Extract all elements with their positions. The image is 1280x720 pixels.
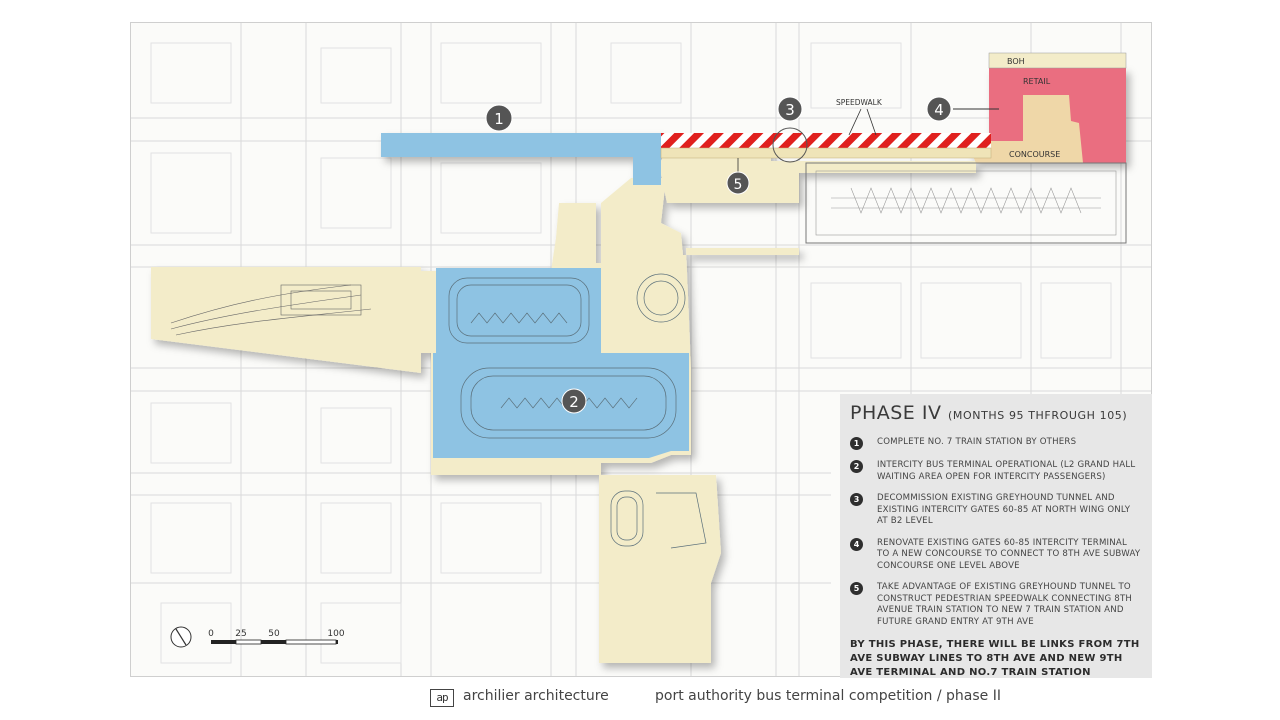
site-plan: 1 2 3 4 5 BOH RETAIL SPEEDWALK CONCOURSE [131, 23, 1151, 676]
marker-4: 4 [926, 96, 952, 122]
north-wing-detail [815, 170, 1117, 236]
legend-number-badge: 4 [850, 537, 863, 551]
marker-5: 5 [726, 171, 750, 195]
project-title: port authority bus terminal competition … [655, 688, 1002, 704]
svg-text:4: 4 [934, 101, 944, 119]
svg-text:1: 1 [494, 110, 504, 128]
legend-number-badge: 1 [850, 437, 863, 450]
tunnel-callout-circle [772, 127, 808, 163]
north-arrow-icon [170, 626, 192, 648]
existing-north-wing [805, 162, 1127, 244]
legend-item-text: Complete No. 7 Train Station by Others [877, 437, 1077, 447]
legend-item-text: Renovate Existing Gates 60-85 Intercity … [877, 537, 1141, 571]
scale-tick-100: 100 [327, 629, 344, 639]
south-wing [599, 475, 721, 663]
legend-item-text: Take Advantage of Existing Greyhound Tun… [877, 582, 1133, 627]
marker-3: 3 [777, 96, 803, 122]
legend-item-text: Decommission Existing Greyhound Tunnel a… [877, 493, 1131, 526]
speedwalk-band [661, 133, 991, 148]
firm-logo: ap [430, 689, 454, 707]
legend-months: (MONTHS 95 THFROUGH 105) [948, 409, 1128, 422]
phase-legend: PHASE IV (MONTHS 95 THFROUGH 105) 1 Comp… [840, 394, 1152, 678]
concourse-area [966, 95, 1083, 163]
scale-bar-icon: 0 25 50 100 [208, 629, 345, 645]
bus-terminal-lower [433, 353, 689, 458]
speedwalk-label: SPEEDWALK [836, 98, 883, 107]
legend-item: 4 Renovate Existing Gates 60-85 Intercit… [850, 537, 1142, 573]
legend-number-badge: 2 [850, 460, 863, 473]
retail-label: RETAIL [1023, 77, 1051, 86]
speedwalk-tunnel [660, 147, 992, 159]
legend-number-badge: 5 [850, 582, 863, 595]
marker-2: 2 [561, 388, 587, 414]
legend-item: 2 Intercity Bus Terminal Operational (L2… [850, 460, 1142, 483]
legend-item-text: Intercity Bus Terminal Operational (L2 G… [877, 460, 1136, 482]
boh-area [988, 52, 1127, 69]
building-outlines [150, 42, 1112, 664]
west-ramps-linework [170, 284, 372, 336]
scale-tick-0: 0 [208, 629, 214, 639]
title-block: ap archilier architecture port authority… [0, 686, 1280, 716]
legend-summary-note: BY THIS PHASE, THERE WILL BE LINKS FROM … [850, 639, 1140, 678]
svg-text:2: 2 [569, 393, 579, 411]
speedwalk-leader-1 [848, 108, 862, 136]
svg-text:5: 5 [734, 177, 743, 193]
svg-text:3: 3 [785, 101, 795, 119]
legend-item: 3 Decommission Existing Greyhound Tunnel… [850, 493, 1142, 528]
west-ramp-area [151, 267, 421, 373]
legend-item: 1 Complete No. 7 Train Station by Others [850, 437, 1142, 450]
concourse-label: CONCOURSE [1009, 150, 1060, 159]
speedwalk-leader-2 [866, 108, 877, 136]
legend-phase: PHASE IV [850, 402, 942, 424]
marker-1: 1 [485, 104, 513, 132]
scale-tick-25: 25 [235, 629, 246, 639]
legend-number-badge: 3 [850, 493, 863, 506]
legend-item: 5 Take Advantage of Existing Greyhound T… [850, 582, 1142, 628]
boh-label: BOH [1007, 57, 1025, 66]
drawing-sheet: 1 2 3 4 5 BOH RETAIL SPEEDWALK CONCOURSE [130, 22, 1152, 677]
no7-train-link [381, 133, 661, 185]
firm-name: archilier architecture [463, 688, 609, 704]
scale-tick-50: 50 [268, 629, 280, 639]
bus-terminal-upper [436, 268, 601, 353]
legend-title: PHASE IV (MONTHS 95 THFROUGH 105) [850, 402, 1142, 427]
